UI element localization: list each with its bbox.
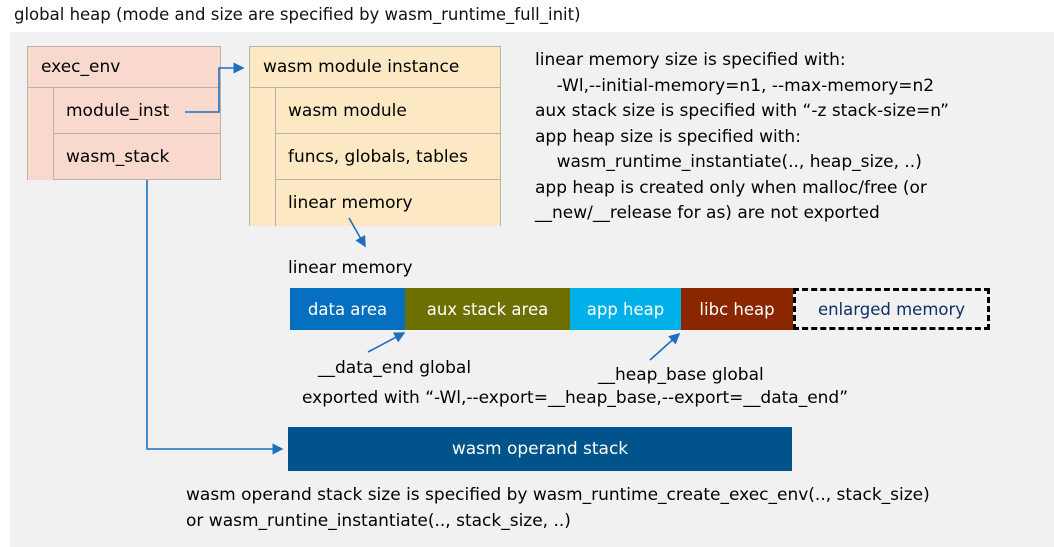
wasm-operand-stack-box: wasm operand stack (288, 427, 792, 471)
exec-env-header: exec_env (28, 47, 220, 88)
module-instance-row-funcs-globals-tables: funcs, globals, tables (276, 134, 500, 180)
memory-segment-aux-stack-area: aux stack area (405, 288, 570, 330)
operand-stack-size-note: wasm operand stack size is specified by … (186, 485, 930, 531)
exec-env-row-wasm-stack: wasm_stack (54, 134, 220, 179)
heap-base-annotation: __heap_base global (598, 365, 764, 385)
memory-config-note: linear memory size is specified with: -W… (535, 50, 949, 223)
memory-segment-app-heap: app heap (570, 288, 681, 330)
linear-memory-label: linear memory (288, 258, 413, 278)
module-instance-header: wasm module instance (250, 47, 500, 88)
memory-segment-data-area: data area (290, 288, 405, 330)
exec-env-box: exec_env module_inst wasm_stack (27, 46, 221, 180)
page-title: global heap (mode and size are specified… (14, 5, 581, 24)
export-flags-note: exported with “-Wl,--export=__heap_base,… (302, 388, 849, 408)
module-instance-row-linear-memory: linear memory (276, 180, 500, 226)
module-instance-gutter (250, 88, 276, 226)
data-end-annotation: __data_end global (318, 358, 472, 378)
exec-env-row-module-inst: module_inst (54, 88, 220, 134)
memory-segment-libc-heap: libc heap (681, 288, 793, 330)
exec-env-gutter (28, 88, 54, 180)
module-instance-row-wasm-module: wasm module (276, 88, 500, 134)
memory-segment-enlarged-memory: enlarged memory (793, 288, 990, 330)
wasm-module-instance-box: wasm module instance wasm module funcs, … (249, 46, 501, 226)
